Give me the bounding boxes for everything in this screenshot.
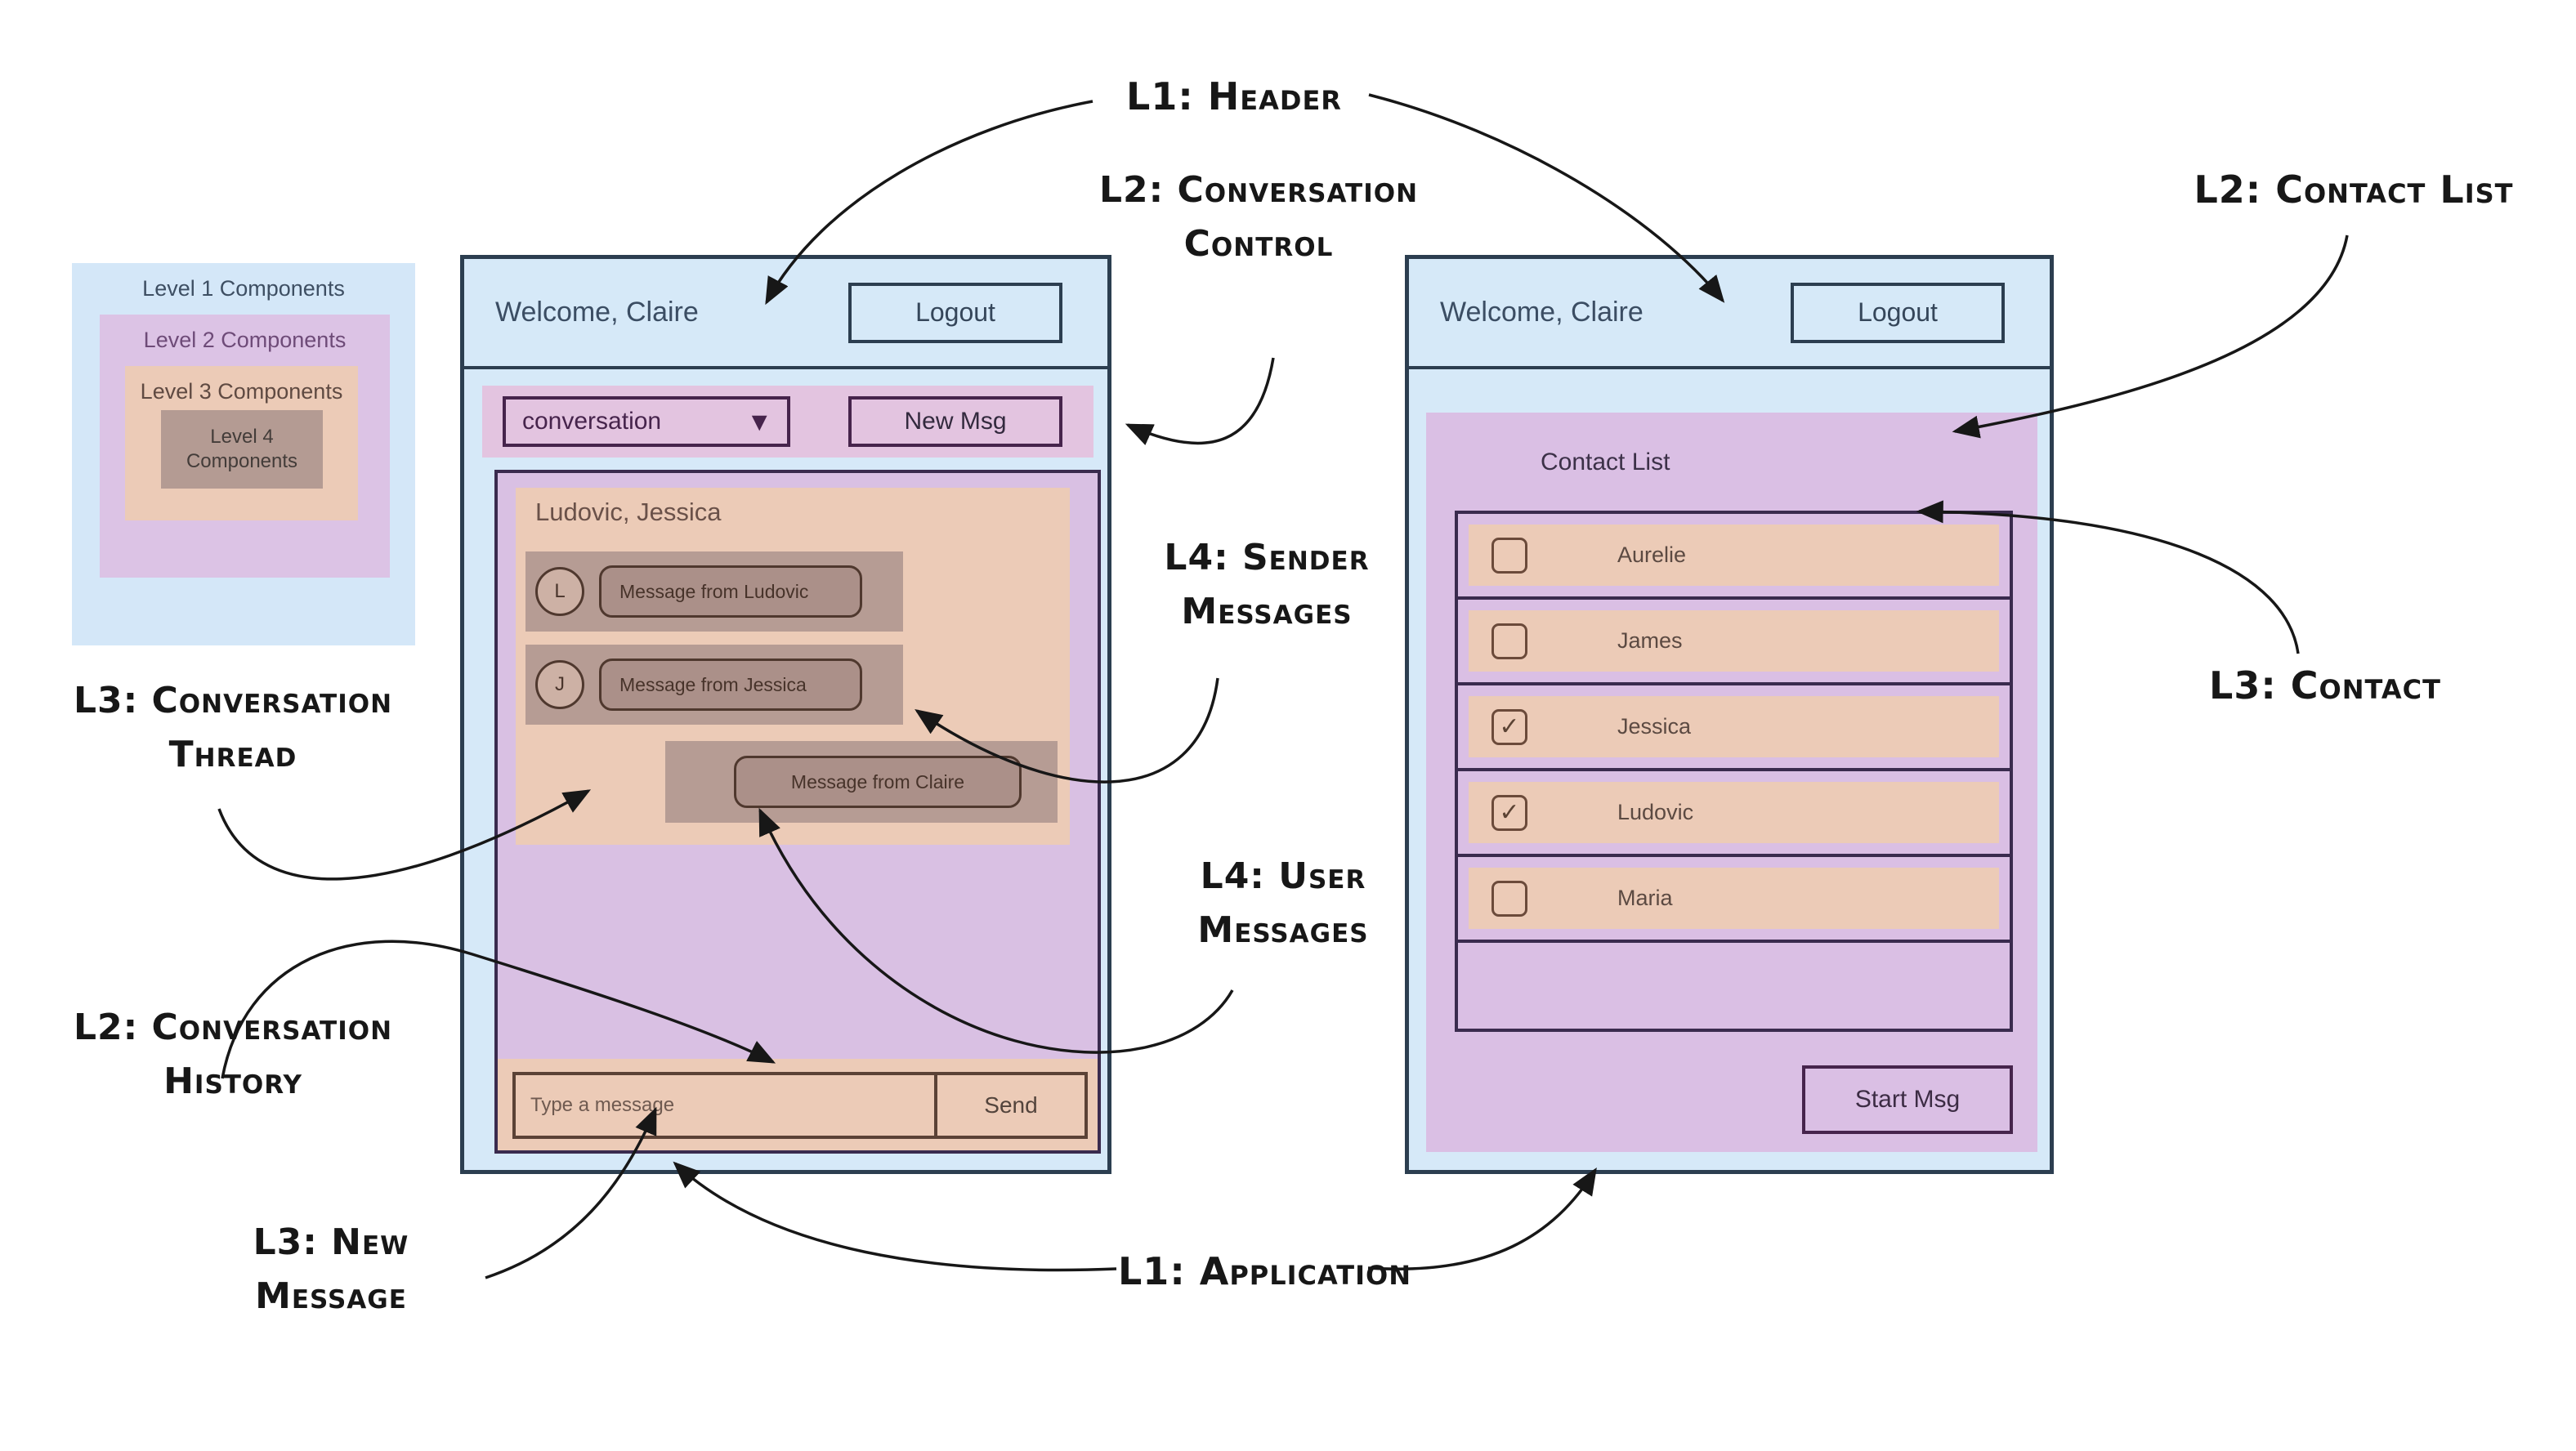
- conversation-history: Ludovic, Jessica L Message from Ludovic …: [494, 470, 1101, 1154]
- contact-row[interactable]: ✓ Jessica: [1458, 685, 2010, 771]
- thread-participants: Ludovic, Jessica: [535, 498, 722, 526]
- avatar: J: [535, 660, 584, 709]
- contact-list-title: Contact List: [1541, 449, 1670, 475]
- sender-message-bubble: Message from Ludovic: [599, 565, 862, 618]
- sender-message-row: J Message from Jessica: [525, 645, 903, 725]
- welcome-text: Welcome, Claire: [495, 297, 699, 328]
- new-message-row: Send: [512, 1072, 1088, 1139]
- legend-level1-box: Level 1 Components Level 2 Components Le…: [72, 263, 415, 645]
- contact-row[interactable]: James: [1458, 600, 2010, 685]
- message-input[interactable]: [516, 1075, 937, 1136]
- contact-row[interactable]: Aurelie: [1458, 514, 2010, 600]
- chevron-down-icon: ▼: [746, 406, 772, 436]
- checkbox-icon[interactable]: [1491, 537, 1527, 574]
- contact-name: Maria: [1617, 886, 1673, 910]
- legend-level3-label: Level 3 Components: [140, 379, 343, 404]
- new-msg-button[interactable]: New Msg: [848, 396, 1062, 447]
- legend-level4-box: Level 4 Components: [161, 410, 323, 489]
- contact-name: Jessica: [1617, 714, 1692, 739]
- annotation-l2-conversation-history: L2: Conversation History: [73, 1007, 393, 1102]
- start-msg-button[interactable]: Start Msg: [1802, 1065, 2013, 1134]
- annotation-l2-contact-list: L2: Contact List: [2194, 167, 2514, 212]
- conversation-control-bar: conversation ▼ New Msg: [482, 386, 1093, 458]
- new-message-bar: Send: [498, 1059, 1098, 1150]
- avatar: L: [535, 567, 584, 616]
- contact-strip: Maria: [1469, 868, 1999, 929]
- contact-name: Ludovic: [1617, 800, 1694, 824]
- contact-strip: James: [1469, 610, 1999, 672]
- contact-list: Aurelie James ✓ Jessica: [1455, 511, 2013, 1032]
- conversation-thread: Ludovic, Jessica L Message from Ludovic …: [516, 488, 1070, 845]
- annotation-l1-application: L1: Application: [1118, 1249, 1412, 1293]
- sender-message-row: L Message from Ludovic: [525, 551, 903, 632]
- contact-strip: ✓ Jessica: [1469, 696, 1999, 757]
- annotation-l3-new-message: L3: New Message: [253, 1221, 409, 1317]
- annotation-l3-contact: L3: Contact: [2209, 663, 2441, 708]
- user-message-row: Message from Claire: [665, 741, 1058, 823]
- conversation-dropdown-value: conversation: [522, 408, 662, 435]
- contact-app-header: Welcome, Claire Logout: [1409, 259, 2050, 369]
- arrow-l2-conversation-control: [1125, 357, 1275, 445]
- send-button[interactable]: Send: [984, 1092, 1038, 1118]
- contact-name: James: [1617, 628, 1683, 653]
- legend-level2-box: Level 2 Components Level 3 Components Le…: [100, 315, 390, 578]
- legend-level2-label: Level 2 Components: [143, 328, 347, 352]
- annotation-l3-conversation-thread: L3: Conversation Thread: [73, 680, 393, 775]
- checkbox-icon[interactable]: [1491, 880, 1527, 917]
- welcome-text: Welcome, Claire: [1440, 297, 1644, 328]
- legend-level3-box: Level 3 Components Level 4 Components: [125, 366, 358, 520]
- legend-level1-label: Level 1 Components: [142, 276, 345, 301]
- annotation-l4-user-messages: L4: User Messages: [1197, 855, 1369, 951]
- logout-button[interactable]: Logout: [848, 282, 1062, 343]
- sender-message-bubble: Message from Jessica: [599, 659, 862, 711]
- contact-app-window: Welcome, Claire Logout Contact List Aure…: [1405, 255, 2054, 1174]
- contact-row[interactable]: Maria: [1458, 857, 2010, 943]
- checkbox-checked-icon[interactable]: ✓: [1491, 794, 1527, 831]
- contact-strip: ✓ Ludovic: [1469, 782, 1999, 843]
- annotation-l2-conversation-control: L2: Conversation Control: [1098, 169, 1419, 265]
- contact-name: Aurelie: [1617, 542, 1687, 567]
- arrow-l1-application-to-left: [673, 1161, 1117, 1272]
- annotation-l1-header: L1: Header: [1126, 74, 1342, 118]
- user-message-bubble: Message from Claire: [734, 756, 1022, 808]
- checkbox-checked-icon[interactable]: ✓: [1491, 708, 1527, 745]
- annotation-l4-sender-messages: L4: Sender Messages: [1164, 537, 1370, 632]
- conversation-dropdown[interactable]: conversation ▼: [503, 396, 790, 447]
- conversation-app-header: Welcome, Claire Logout: [464, 259, 1107, 369]
- checkbox-icon[interactable]: [1491, 623, 1527, 659]
- legend-level4-label: Level 4 Components: [186, 426, 298, 472]
- contact-strip: Aurelie: [1469, 525, 1999, 586]
- logout-button[interactable]: Logout: [1791, 282, 2005, 343]
- contact-row[interactable]: ✓ Ludovic: [1458, 771, 2010, 857]
- contact-row-empty: [1458, 943, 2010, 1029]
- conversation-app-window: Welcome, Claire Logout conversation ▼ Ne…: [460, 255, 1111, 1174]
- contact-list-region: Contact List Aurelie James ✓: [1426, 413, 2037, 1152]
